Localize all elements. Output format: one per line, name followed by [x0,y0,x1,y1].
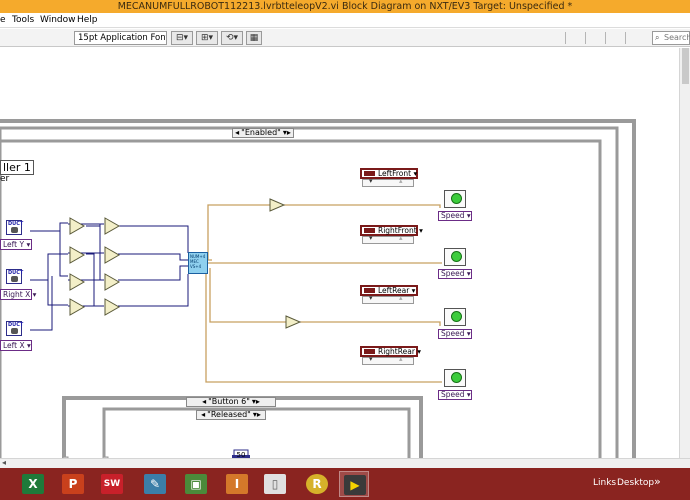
taskbar-app-document[interactable]: ▯ [260,471,290,497]
constant-value[interactable]: 50 [236,451,246,458]
taskbar-app-excel[interactable]: X [18,471,48,497]
desktop-toolbar[interactable]: Desktop [617,478,655,488]
taskbar-app-labview[interactable]: ▶ [339,471,369,497]
motor-icon[interactable] [444,248,466,266]
vertical-scrollbar[interactable] [679,48,690,458]
toolbar-overflow-icon[interactable]: » [654,475,661,488]
document-icon: ▯ [264,474,286,494]
taskbar-app-powerpoint[interactable]: P [58,471,88,497]
diagram-structures [0,119,636,458]
menu-item-window[interactable]: Window [40,15,76,25]
joystick-control-left-y[interactable]: Left Y ▾ [0,239,32,250]
horizontal-scrollbar[interactable]: ◂ [0,458,690,468]
search-placeholder: Search [664,33,690,42]
joystick-control-right-x[interactable]: Right X ▾ [0,289,36,300]
robotc-icon: R [306,474,328,494]
solidworks-icon: SW [101,474,123,494]
scrollbar-thumb[interactable] [682,48,689,84]
negate-operators [269,198,302,329]
released-case-structure[interactable] [102,407,411,458]
links-toolbar[interactable]: Links [593,478,617,488]
distribute-objects-icon[interactable]: ⊞▾ [196,31,218,45]
motor-wires [205,204,442,383]
inner-case-structure[interactable] [0,139,602,458]
align-objects-icon[interactable]: ⊟▾ [171,31,193,45]
toolbar: 15pt Application Font ⊟▾ ⊞▾ ⟲▾ ▦ ⌕ Searc… [0,29,690,47]
window-title: MECANUMFULLROBOT112213.lvrbtteleopV2.vi … [0,0,690,13]
photos-icon: ▣ [185,474,207,494]
speed-input[interactable]: Speed ▾ [438,211,472,221]
scroll-left-icon[interactable]: ◂ [2,458,7,467]
speed-input[interactable]: Speed ▾ [438,329,472,339]
search-icon: ⌕ [655,33,660,42]
math-operators [69,217,121,316]
search-input[interactable]: ⌕ Search [652,31,690,45]
inventor-icon: I [226,474,248,494]
button6-case-selector[interactable]: ◂"Button 6"▾▸ [186,397,276,407]
joystick-control-left-x[interactable]: Left X ▾ [0,340,32,351]
joystick-icon[interactable]: DUCT [6,220,23,235]
motor-selector[interactable]: LeftFront ▾ [360,168,418,179]
block-diagram-canvas[interactable]: ◂"Enabled"▾▸ ◂"Button 6"▾▸ ◂"Released"▾▸… [0,48,690,458]
motor-icon[interactable] [444,369,466,387]
excel-icon: X [22,474,44,494]
taskbar-app-photos[interactable]: ▣ [181,471,211,497]
cleanup-diagram-icon[interactable]: ▦ [246,31,262,45]
motor-selector[interactable]: LeftRear ▾ [360,285,418,296]
toolbar-separator [565,32,566,44]
speed-input[interactable]: Speed ▾ [438,269,472,279]
menu-item-tools[interactable]: Tools [12,15,35,25]
motor-icon[interactable] [444,308,466,326]
enabled-case-selector[interactable]: ◂"Enabled"▾▸ [232,128,294,138]
taskbar-app-inventor[interactable]: I [222,471,252,497]
mecanum-subvi-node[interactable]: NUM+4 MEC VS+4 [188,252,208,274]
motor-selector[interactable]: RightRear ▾ [360,346,421,357]
taskbar-app-robotc[interactable]: R [302,471,332,497]
labview-icon: ▶ [344,475,366,495]
motor-icon[interactable] [444,190,466,208]
reorder-icon[interactable]: ⟲▾ [221,31,243,45]
toolbar-separator [585,32,586,44]
joystick-icon[interactable]: DUCT [6,321,23,336]
released-case-label: "Released" [207,410,251,419]
menu-item-edit[interactable]: e [0,15,6,25]
toolbar-separator [605,32,606,44]
speed-input[interactable]: Speed ▾ [438,390,472,400]
paint-icon: ✎ [144,474,166,494]
taskbar: X P SW ✎ ▣ I ▯ R ▶ Links Desktop » [0,468,690,500]
button6-case-label: "Button 6" [208,397,250,406]
controller-sublabel: er [0,174,10,184]
controller-label: ller 1 [0,160,34,175]
powerpoint-icon: P [62,474,84,494]
button6-case-structure[interactable] [62,396,423,458]
while-loop-structure[interactable] [0,126,619,458]
joystick-icon[interactable]: DUCT [6,269,23,284]
taskbar-app-paint[interactable]: ✎ [140,471,170,497]
menu-bar: e Tools Window Help [0,13,690,28]
released-case-selector[interactable]: ◂"Released"▾▸ [196,410,266,420]
motor-selector[interactable]: RightFront ▾ [360,225,423,236]
taskbar-app-solidworks[interactable]: SW [97,471,127,497]
enabled-case-label: "Enabled" [241,128,281,137]
outer-case-structure[interactable] [0,119,636,458]
font-selector[interactable]: 15pt Application Font [74,31,167,45]
menu-item-help[interactable]: Help [77,15,98,25]
toolbar-separator [625,32,626,44]
